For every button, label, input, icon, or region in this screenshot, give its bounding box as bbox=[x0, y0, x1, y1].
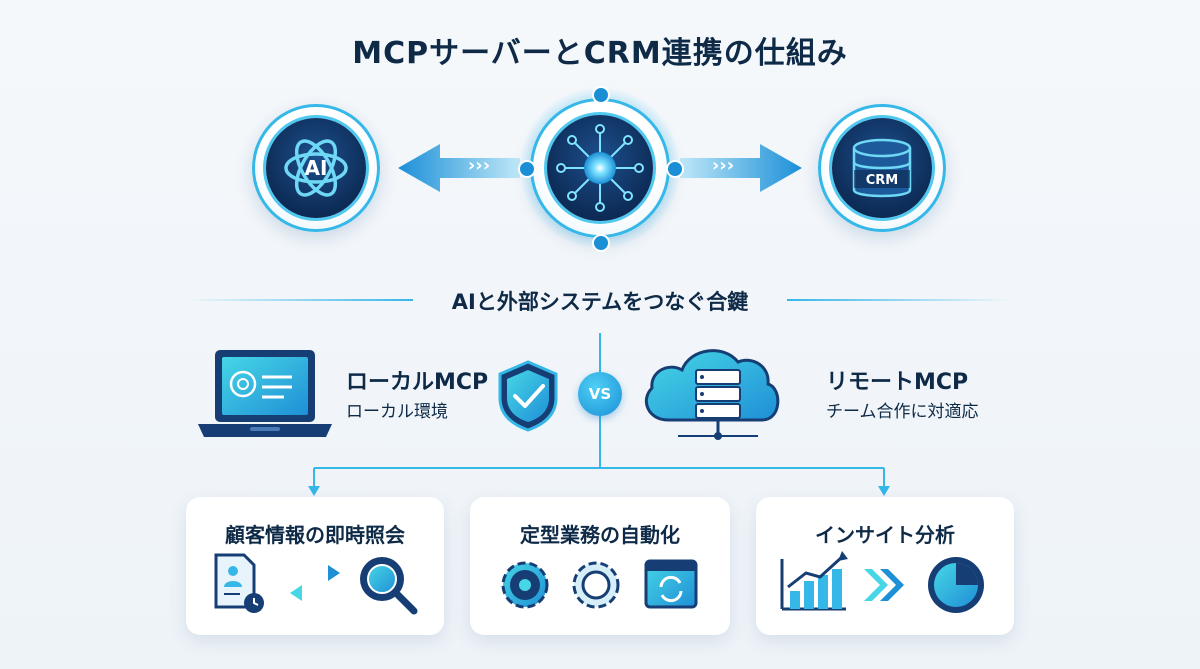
cloud-server-icon bbox=[645, 349, 780, 440]
gear-icon bbox=[501, 561, 549, 609]
crm-node: CRM bbox=[818, 104, 946, 232]
local-mcp-title: ローカルMCP bbox=[346, 370, 489, 395]
customer-document-icon bbox=[214, 553, 264, 613]
ai-node-label: AI bbox=[305, 156, 328, 180]
double-chevron-icon bbox=[864, 569, 904, 601]
sync-arrows-icon bbox=[290, 565, 340, 601]
bar-chart-icon bbox=[780, 551, 848, 611]
hub-dot-right bbox=[666, 160, 684, 178]
subtitle: AIと外部システムをつなぐ合鍵 bbox=[451, 290, 749, 314]
gear-icon bbox=[572, 561, 620, 609]
ai-node: AI bbox=[252, 104, 380, 232]
subtitle-line-left bbox=[188, 299, 413, 301]
arrow-to-ai bbox=[398, 144, 520, 192]
search-magnifier-icon bbox=[360, 557, 418, 615]
hub-dot-top bbox=[592, 86, 610, 104]
arrow-left-chevrons: ››› bbox=[467, 155, 491, 176]
hub-network-icon bbox=[556, 124, 644, 212]
laptop-icon bbox=[198, 350, 332, 437]
remote-mcp-desc: チーム合作に対適応 bbox=[826, 402, 979, 422]
arrow-right-chevrons: ››› bbox=[711, 155, 735, 176]
hub-dot-bottom bbox=[592, 234, 610, 252]
local-mcp-desc: ローカル環境 bbox=[346, 402, 448, 422]
database-icon: CRM bbox=[852, 138, 912, 198]
card-title: インサイト分析 bbox=[815, 523, 955, 547]
shield-icon bbox=[498, 360, 558, 432]
hub-dot-left bbox=[518, 160, 536, 178]
crm-node-label: CRM bbox=[866, 173, 899, 188]
vs-badge: VS bbox=[578, 372, 622, 416]
arrow-to-crm bbox=[680, 144, 802, 192]
card-automation: 定型業務の自動化 bbox=[470, 497, 730, 635]
branch-arrow-left bbox=[308, 486, 320, 496]
pie-chart-icon bbox=[928, 557, 984, 613]
ai-logo-icon: AI bbox=[284, 139, 348, 197]
card-title: 定型業務の自動化 bbox=[520, 523, 680, 547]
page-title: MCPサーバーとCRM連携の仕組み bbox=[352, 36, 848, 71]
remote-mcp-title: リモートMCP bbox=[826, 370, 969, 395]
subtitle-line-right bbox=[787, 299, 1012, 301]
card-title: 顧客情報の即時照会 bbox=[225, 523, 405, 547]
card-insight: インサイト分析 bbox=[756, 497, 1014, 635]
window-refresh-icon bbox=[644, 559, 698, 609]
branch-arrow-right bbox=[878, 486, 890, 496]
mcp-hub-node bbox=[530, 98, 670, 238]
card-customer-lookup: 顧客情報の即時照会 bbox=[186, 497, 444, 635]
